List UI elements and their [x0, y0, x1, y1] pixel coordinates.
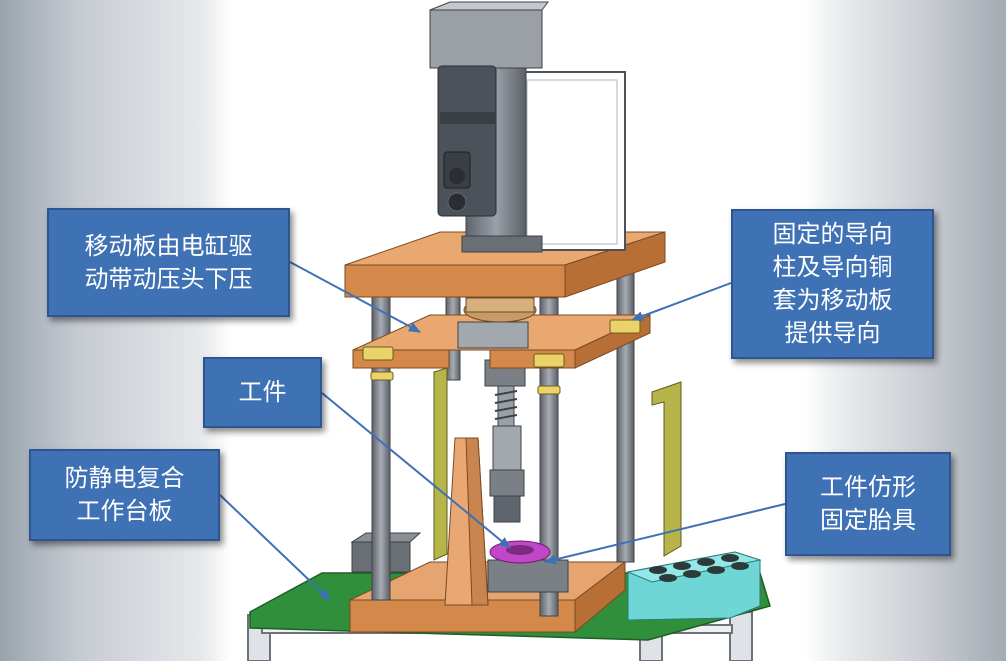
electric-cylinder [429, 1, 626, 253]
callout-workbench: 防静电复合 工作台板 [29, 449, 220, 541]
guide-bushings [362, 319, 641, 395]
callout-fixture: 工件仿形 固定胎具 [785, 452, 951, 556]
moving-plate [352, 297, 651, 369]
callout-moving-plate: 移动板由电缸驱 动带动压头下压 [47, 208, 290, 317]
side-brackets [433, 367, 682, 561]
callout-connectors [219, 261, 786, 601]
cyan-tray [626, 551, 762, 621]
workpiece-fixture [444, 437, 569, 606]
callout-workpiece: 工件 [203, 357, 322, 428]
callout-guide-posts: 固定的导向 柱及导向铜 套为移动板 提供导向 [731, 209, 934, 359]
press-head [484, 359, 526, 523]
